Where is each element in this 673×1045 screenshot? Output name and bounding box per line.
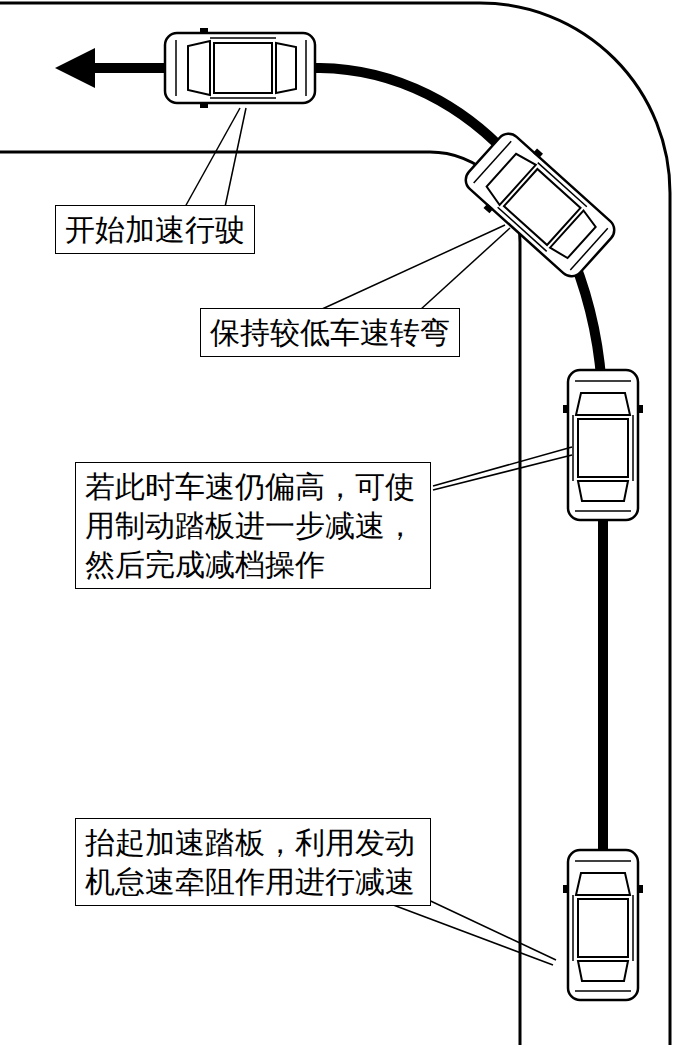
callout-box: 若此时车速仍偏高，可使用制动踏板进一步减速，然后完成减档操作 [75,462,431,589]
road-outer-edge [0,3,670,1045]
callout-box: 抬起加速踏板，利用发动机怠速牵阻作用进行减速 [75,818,431,906]
callout-box: 保持较低车速转弯 [200,308,460,357]
callout-text: 若此时车速仍偏高，可使用制动踏板进一步减速，然后完成减档操作 [85,467,421,584]
callout-text: 开始加速行驶 [65,210,245,249]
callout-box: 开始加速行驶 [55,205,255,254]
callout-text: 抬起加速踏板，利用发动机怠速牵阻作用进行减速 [85,823,421,901]
callout-text: 保持较低车速转弯 [210,313,450,352]
road-inner-edge [0,152,520,1045]
path-arrowhead [55,48,95,88]
